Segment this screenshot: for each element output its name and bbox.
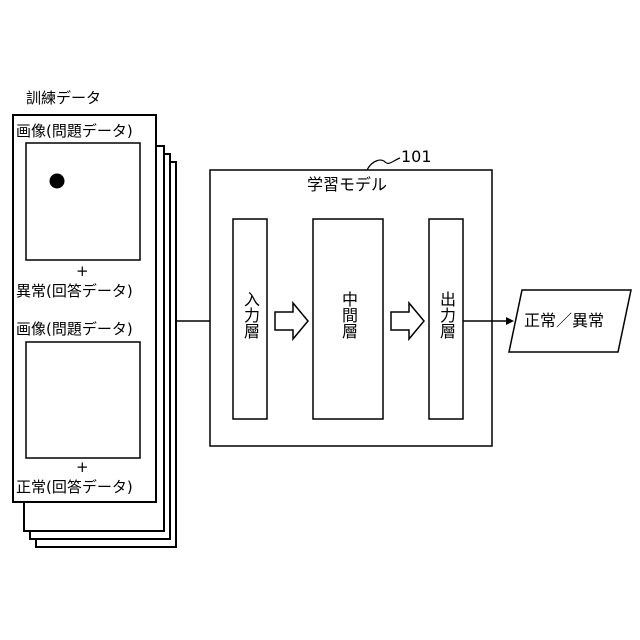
sample2-image-label: 画像(問題データ) xyxy=(16,320,133,338)
sample1-image-label: 画像(問題データ) xyxy=(16,122,133,140)
middle-layer-label: 中間層 xyxy=(338,291,358,339)
sample1-answer-label: 異常(回答データ) xyxy=(16,282,133,300)
image-box-anomaly xyxy=(26,143,140,260)
sample2-answer-label: 正常(回答データ) xyxy=(16,478,133,496)
sample1-plus: + xyxy=(76,262,89,280)
ref-leader-line xyxy=(367,158,400,170)
image-box-normal xyxy=(26,342,140,458)
output-arrowhead xyxy=(506,317,514,325)
output-result-label: 正常／異常 xyxy=(524,312,604,330)
input-layer-label: 入力層 xyxy=(240,291,260,339)
model-ref-number: 101 xyxy=(401,148,432,166)
sample2-plus: + xyxy=(76,458,89,476)
output-layer-label: 出力層 xyxy=(436,291,456,339)
defect-dot xyxy=(50,174,65,189)
training-data-title: 訓練データ xyxy=(26,89,101,107)
model-title: 学習モデル xyxy=(307,176,387,194)
